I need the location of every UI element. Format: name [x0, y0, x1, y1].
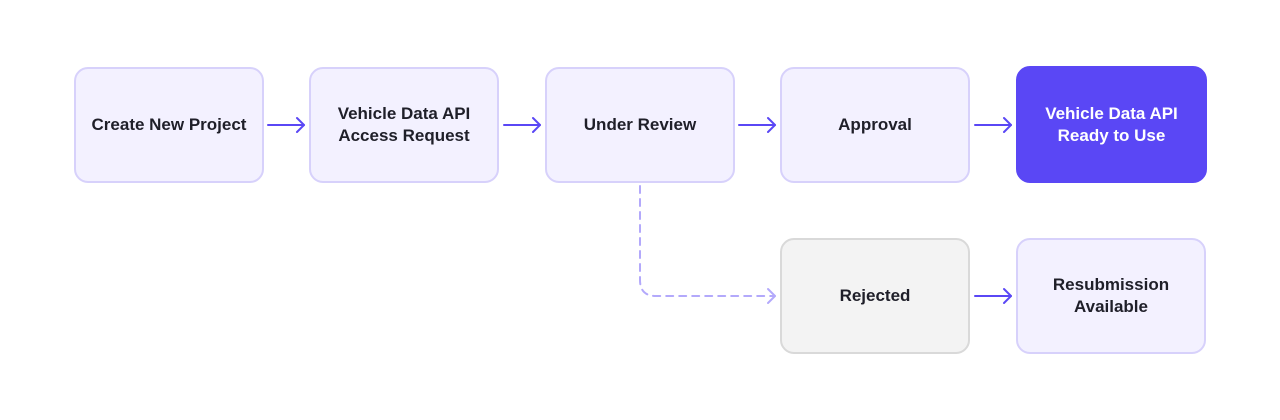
node-resubmission-available: Resubmission Available [1016, 238, 1206, 354]
node-under-review: Under Review [545, 67, 735, 183]
node-approval: Approval [780, 67, 970, 183]
node-ready-to-use: Vehicle Data API Ready to Use [1016, 66, 1207, 183]
node-create-new-project: Create New Project [74, 67, 264, 183]
arrow-create-to-request [267, 117, 305, 133]
arrow-review-to-approval [738, 117, 776, 133]
node-rejected: Rejected [780, 238, 970, 354]
node-access-request: Vehicle Data API Access Request [309, 67, 499, 183]
arrow-approval-to-ready [974, 117, 1012, 133]
arrow-review-to-rejected [639, 185, 776, 304]
arrow-request-to-review [503, 117, 541, 133]
arrow-rejected-to-resubmission [974, 288, 1012, 304]
